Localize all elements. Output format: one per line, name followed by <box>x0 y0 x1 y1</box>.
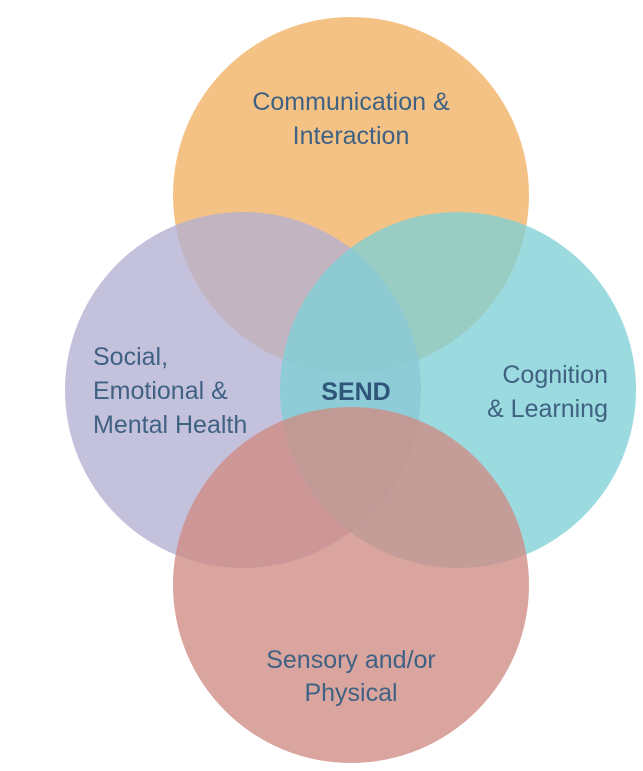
label-cognition-line-2: & Learning <box>487 395 608 423</box>
label-cognition-line-1: Cognition <box>502 361 608 389</box>
circle-sensory <box>173 407 529 763</box>
label-sensory-line-1: Sensory and/or <box>266 646 436 674</box>
label-communication-line-1: Communication & <box>252 88 450 116</box>
label-social-line-1: Social, <box>93 343 168 371</box>
label-communication-line-2: Interaction <box>293 122 410 150</box>
label-sensory-line-2: Physical <box>304 679 397 707</box>
label-social-line-3: Mental Health <box>93 411 247 439</box>
label-social-line-2: Emotional & <box>93 377 228 405</box>
center-label-send: SEND <box>321 378 390 406</box>
